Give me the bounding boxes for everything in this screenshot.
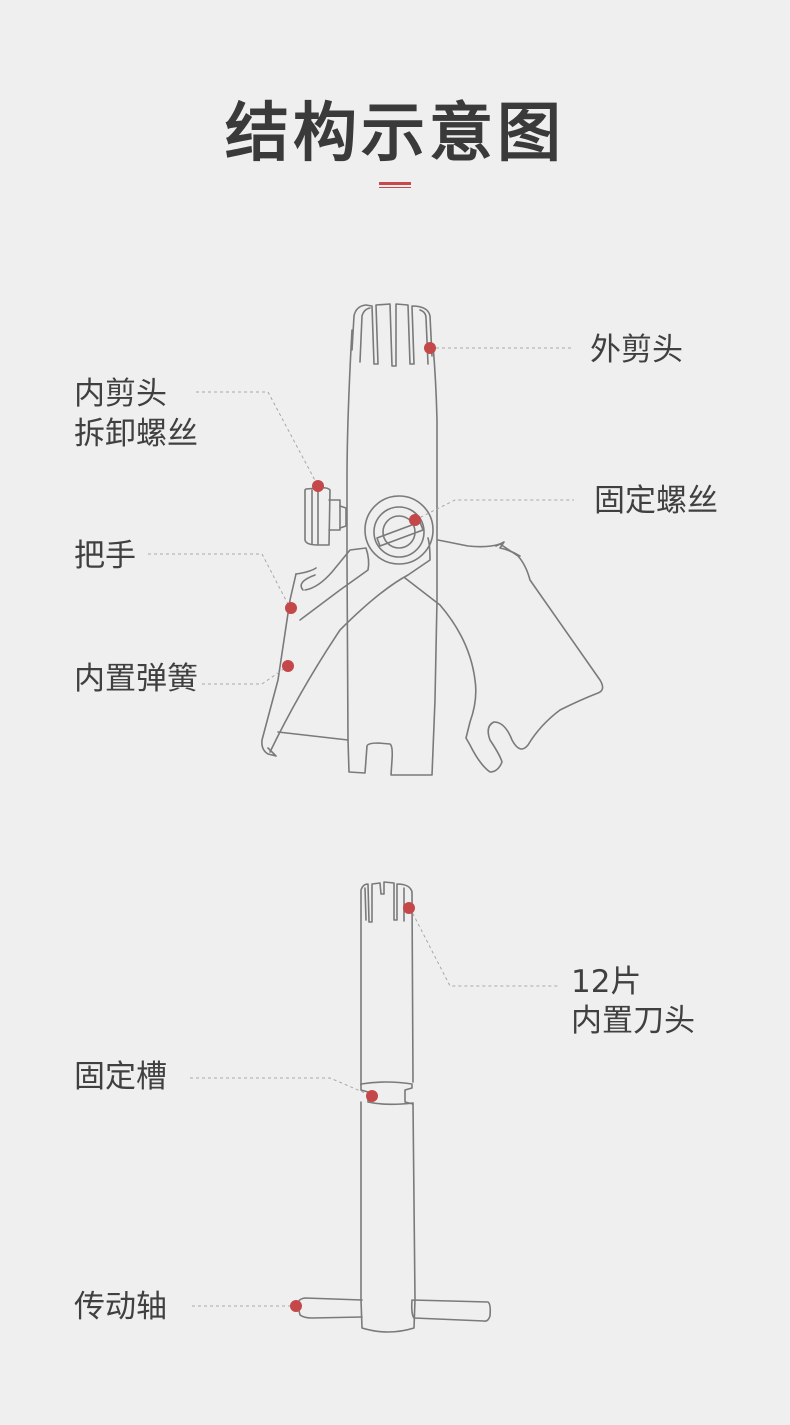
label-blades-line1: 12片 xyxy=(571,964,642,1000)
page-title: 结构示意图 xyxy=(225,96,565,171)
label-inner-cutter-screw-line1: 内剪头 xyxy=(74,376,167,412)
title-underline xyxy=(379,182,411,188)
blade-shaft-illustration xyxy=(190,881,560,1333)
trimmer-illustration xyxy=(148,303,604,776)
label-built-in-spring: 内置弹簧 xyxy=(74,661,198,697)
label-fixing-groove: 固定槽 xyxy=(74,1059,167,1095)
label-fixing-screw: 固定螺丝 xyxy=(594,483,718,519)
label-outer-cutter-head: 外剪头 xyxy=(590,332,683,368)
label-handle: 把手 xyxy=(74,538,136,574)
label-drive-shaft: 传动轴 xyxy=(74,1289,167,1325)
label-blades-line2: 内置刀头 xyxy=(571,1003,695,1039)
label-inner-cutter-screw-line2: 拆卸螺丝 xyxy=(74,416,198,452)
